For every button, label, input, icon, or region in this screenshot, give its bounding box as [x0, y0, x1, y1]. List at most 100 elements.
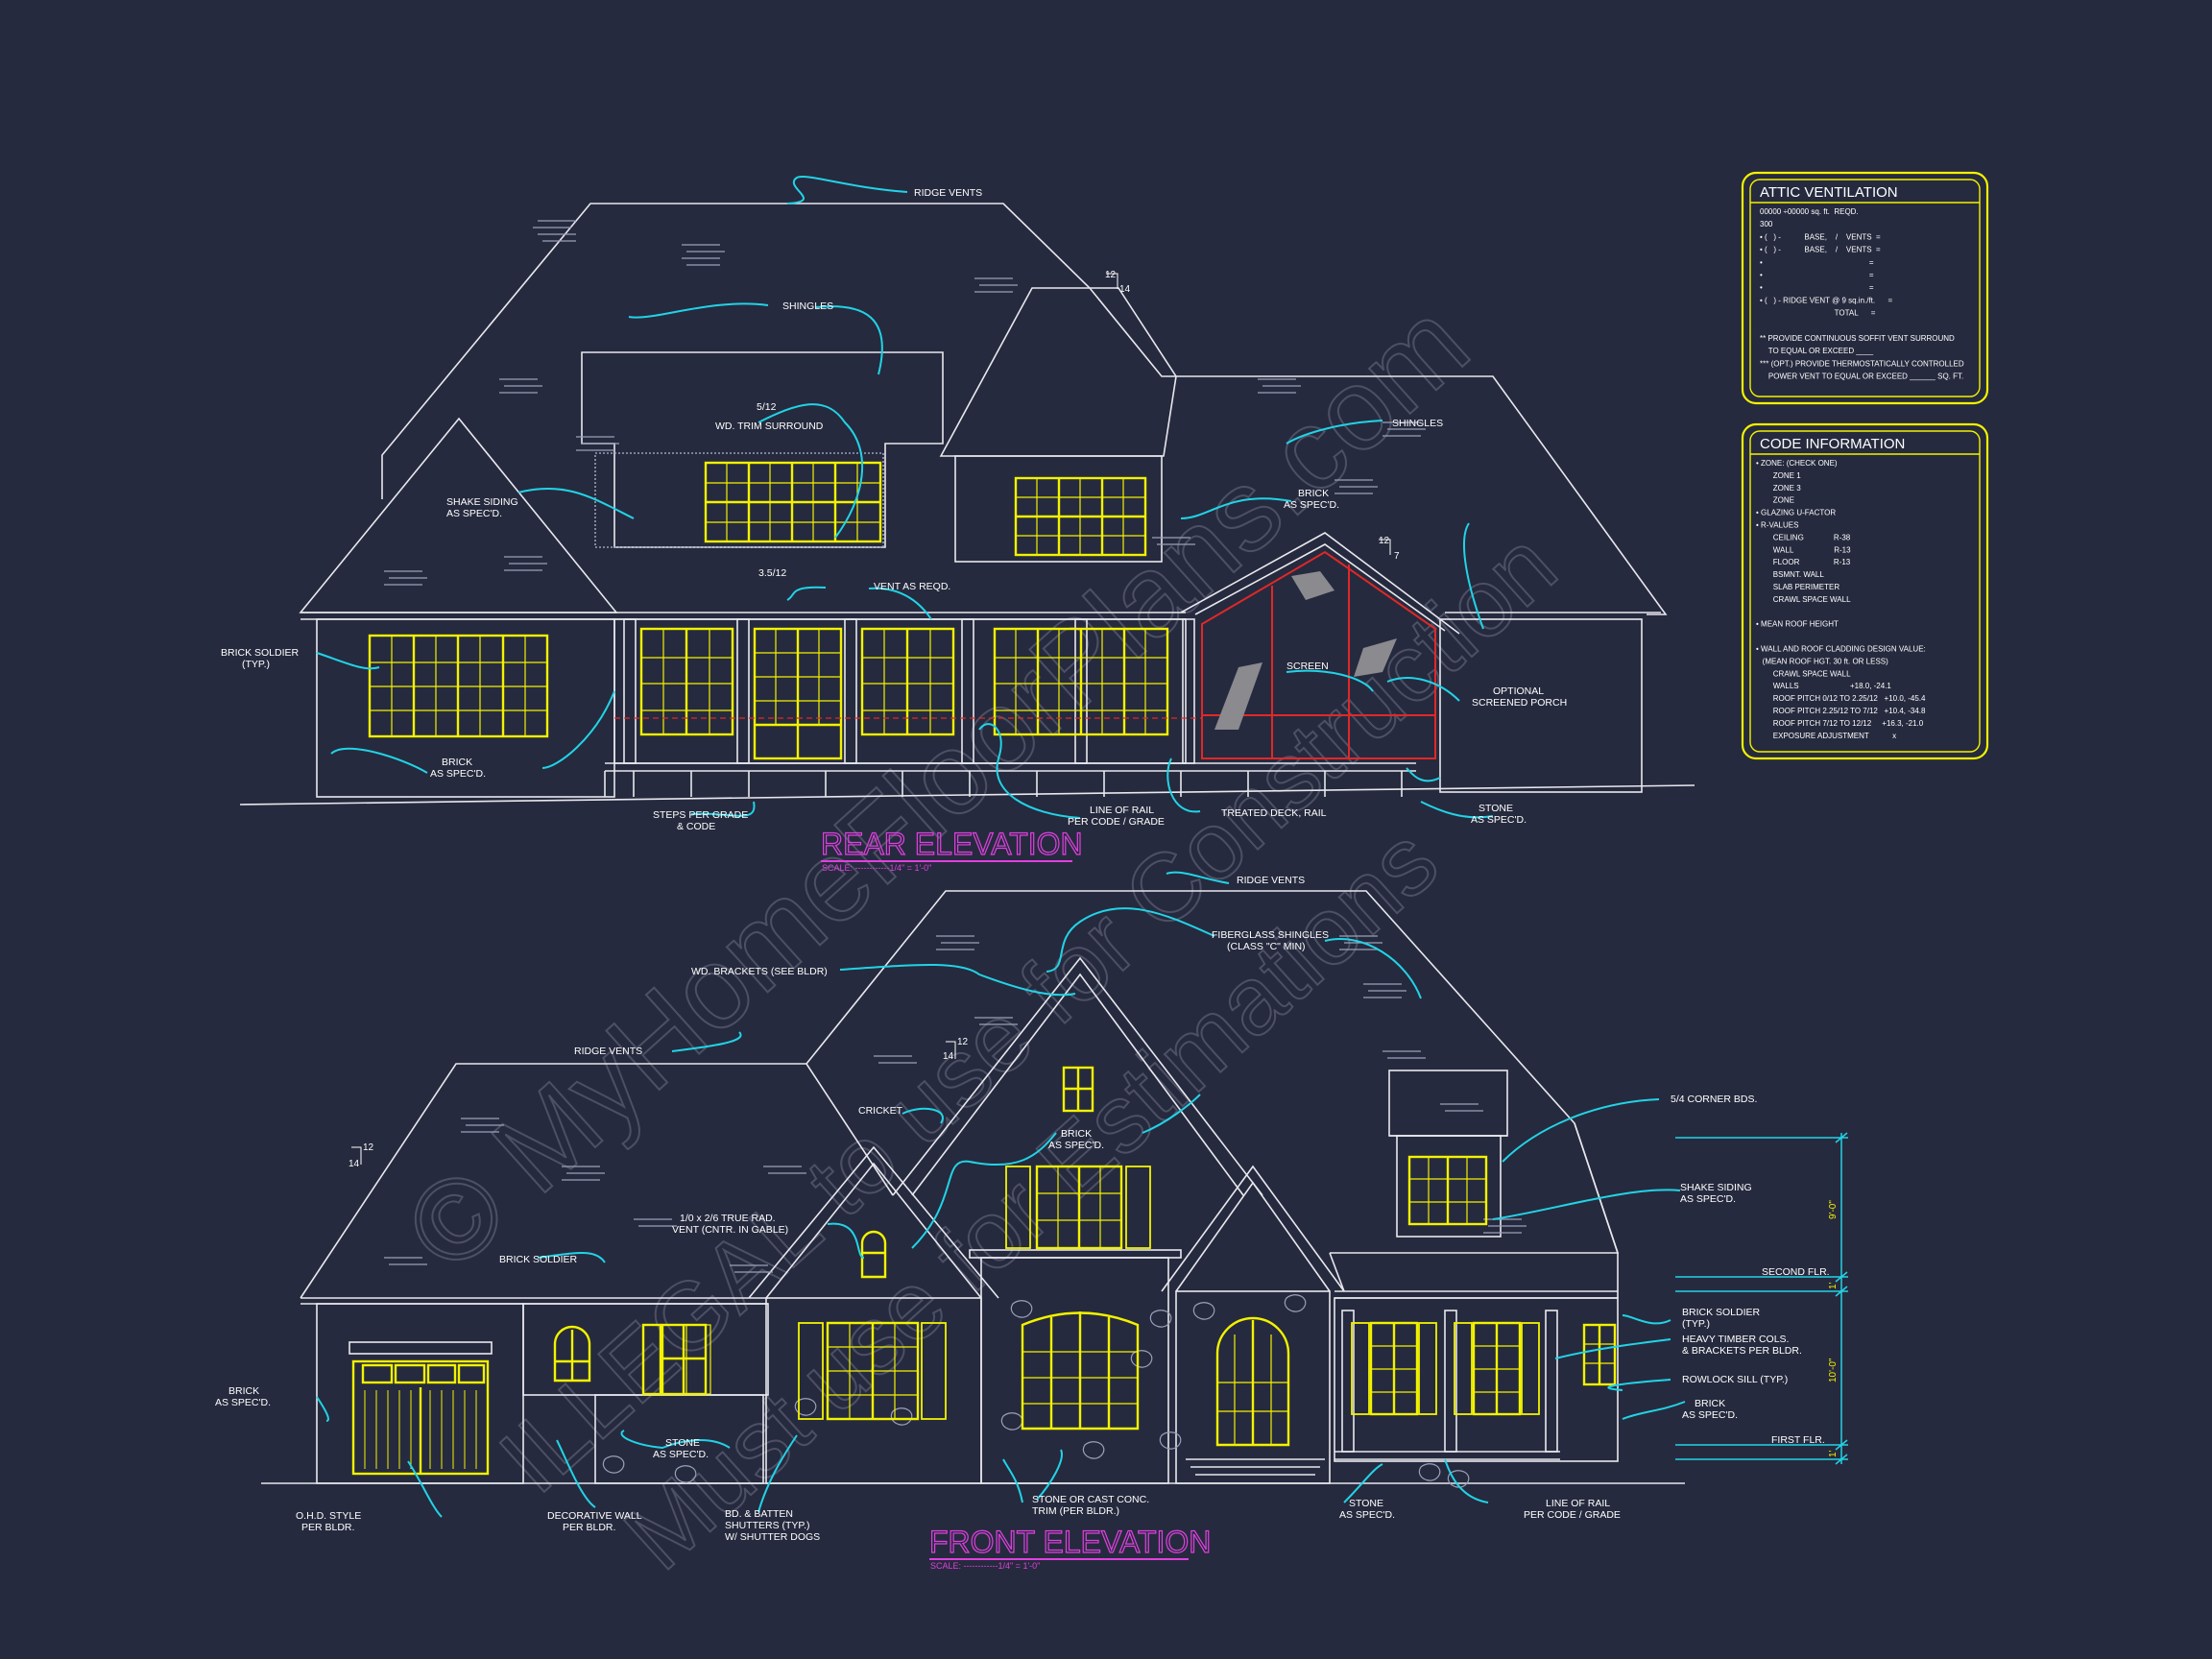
attic-box-line: • ( ) - BASE, / VENTS =: [1760, 246, 1881, 254]
code-box-line: ZONE: [1756, 496, 1794, 505]
front-entry-steps: [1186, 1458, 1325, 1476]
code-box-line: • WALL AND ROOF CLADDING DESIGN VALUE:: [1756, 645, 1926, 654]
rear-ground-line: [239, 784, 1695, 805]
front-label-fiberglass-2: (CLASS "C" MIN): [1227, 941, 1306, 952]
front-label-ridge-vents-top: RIDGE VENTS: [1237, 875, 1305, 886]
front-labels: RIDGE VENTS FIBERGLASS SHINGLES (CLASS "…: [215, 875, 1830, 1543]
rear-porch-columns: [623, 618, 1195, 764]
front-label-brick-soldier: BRICK SOLDIER: [499, 1254, 578, 1265]
rear-label-steps-2: & CODE: [677, 821, 715, 832]
rear-roof-brick-hatches: [384, 220, 1426, 586]
front-entry-wall: [1175, 1290, 1331, 1484]
rear-label-rail-2: PER CODE / GRADE: [1068, 816, 1165, 828]
rear-upper-dormer-shingle-panel: [594, 452, 884, 548]
rear-window-group-c: [993, 627, 1169, 736]
front-elevation-title: FRONT ELEVATION: [929, 1525, 1211, 1559]
rear-leader-lines: [316, 176, 1494, 819]
attic-box-inner: [1749, 179, 1981, 397]
front-label-wd-brackets: WD. BRACKETS (SEE BLDR): [691, 966, 828, 977]
front-label-ohd-1: O.H.D. STYLE: [296, 1510, 361, 1522]
front-center-band: [969, 1249, 1182, 1259]
front-label-stone-r2: AS SPEC'D.: [1339, 1509, 1395, 1521]
front-label-heavy-1: HEAVY TIMBER COLS.: [1682, 1334, 1789, 1345]
front-left-subgable-inner: [765, 1162, 982, 1299]
front-dim-upper: 9'-0": [1828, 1200, 1839, 1219]
front-left-roof: [300, 1063, 894, 1299]
front-label-bd-2: SHUTTERS (TYP.): [725, 1520, 809, 1531]
front-label-shake-1: SHAKE SIDING: [1680, 1182, 1752, 1193]
rear-label-vent: VENT AS REQD.: [874, 581, 950, 592]
front-windows: [351, 1066, 1617, 1476]
front-label-shake-2: AS SPEC'D.: [1680, 1193, 1736, 1205]
attic-box-line: • ( ) - RIDGE VENT @ 9 sq.in./ft. =: [1760, 296, 1892, 304]
rear-pitch-b-top: 12: [1379, 536, 1390, 546]
front-leader-lines: [316, 871, 1686, 1518]
front-main-roof: [805, 890, 1620, 1254]
rear-screen-glare-2: [1291, 571, 1334, 600]
attic-box-line: TOTAL =: [1760, 309, 1876, 318]
rear-porch-gable-inner: [1194, 543, 1446, 632]
front-label-bd-1: BD. & BATTEN: [725, 1508, 793, 1520]
front-center-gable-outer: [892, 956, 1263, 1196]
front-label-brick-l2: AS SPEC'D.: [215, 1397, 271, 1408]
front-label-brick-r1: BRICK: [1695, 1398, 1725, 1409]
front-pitch-l-side: 14: [349, 1159, 360, 1169]
front-roof-brick-hatches: [384, 935, 1527, 1273]
code-box-line: • ZONE: (CHECK ONE): [1756, 459, 1838, 468]
front-label-deco-2: PER BLDR.: [563, 1522, 615, 1533]
rear-screen-glare-3: [1354, 638, 1397, 677]
front-dim-lower: 10'-0": [1828, 1358, 1839, 1382]
attic-ventilation-box: ATTIC VENTILATION 00000 ÷00000 sq. ft. R…: [1741, 171, 1989, 405]
rear-elevation: [239, 203, 1695, 805]
front-dim-bot: 1': [1828, 1450, 1839, 1457]
attic-box-line: ** PROVIDE CONTINUOUS SOFFIT VENT SURROU…: [1760, 334, 1955, 343]
rear-label-stone-1: STONE: [1479, 803, 1513, 814]
front-label-stone-mid-1: STONE: [665, 1437, 700, 1449]
front-label-cast-1: STONE OR CAST CONC.: [1032, 1494, 1149, 1505]
rear-pitch-b-side: 7: [1394, 551, 1400, 562]
code-box-line: CEILING R-38: [1756, 533, 1851, 541]
front-pitch-l-top: 12: [363, 1142, 374, 1153]
code-box-line: ZONE 1: [1756, 471, 1801, 480]
rear-label-stone-2: AS SPEC'D.: [1471, 814, 1527, 826]
front-label-brick-soldier-r1: BRICK SOLDIER: [1682, 1307, 1761, 1318]
front-center-mid-window: [1005, 1165, 1151, 1250]
front-label-rail-2: PER CODE / GRADE: [1524, 1509, 1621, 1521]
attic-box-line: *** (OPT.) PROVIDE THERMOSTATICALLY CONT…: [1760, 359, 1964, 368]
front-label-cast-2: TRIM (PER BLDR.): [1032, 1505, 1119, 1517]
front-label-cricket: CRICKET: [858, 1105, 903, 1117]
front-left-subgable-outer: [748, 1145, 999, 1299]
code-box-line: EXPOSURE ADJUSTMENT x: [1756, 732, 1896, 740]
rear-right-dormer-wall: [954, 455, 1163, 563]
code-box-line: SLAB PERIMETER: [1756, 583, 1839, 591]
code-box-line: ROOF PITCH 2.25/12 TO 7/12 +10.4, -34.8: [1756, 707, 1926, 715]
code-box-lines: • ZONE: (CHECK ONE) ZONE 1 ZONE 3 ZONE• …: [1756, 459, 1926, 740]
rear-elevation-title: REAR ELEVATION: [821, 827, 1083, 861]
rear-french-door: [753, 627, 843, 760]
code-box-line: CRAWL SPACE WALL: [1756, 595, 1851, 604]
front-label-ohd-2: PER BLDR.: [301, 1522, 354, 1533]
front-garage-header: [349, 1341, 493, 1355]
attic-box-line: 00000 ÷00000 sq. ft. REQD.: [1760, 207, 1859, 216]
front-label-brick-mid-2: AS SPEC'D.: [1048, 1140, 1104, 1151]
rear-label-treated-deck: TREATED DECK, RAIL: [1221, 807, 1327, 819]
front-label-rad-vent-1: 1/0 x 2/6 TRUE RAD.: [680, 1213, 776, 1224]
rear-label-shingles-right: SHINGLES: [1392, 418, 1443, 429]
code-box-line: (MEAN ROOF HGT. 30 ft. OR LESS): [1756, 657, 1888, 665]
rear-label-brick-left-2: AS SPEC'D.: [430, 768, 486, 780]
code-information-box: CODE INFORMATION • ZONE: (CHECK ONE) ZON…: [1741, 422, 1989, 760]
rear-windows: [368, 461, 1169, 760]
attic-box-title: ATTIC VENTILATION: [1760, 184, 1898, 201]
rear-label-rail-1: LINE OF RAIL: [1090, 805, 1154, 816]
rear-label-shingles: SHINGLES: [782, 301, 833, 312]
attic-box-outer: [1741, 171, 1989, 405]
code-box-line: FLOOR R-13: [1756, 558, 1851, 566]
rear-title-block: REAR ELEVATION SCALE: ------------1/4" =…: [820, 826, 1083, 873]
front-label-rad-vent-2: VENT (CNTR. IN GABLE): [672, 1224, 788, 1236]
rear-screened-porch: [614, 550, 1436, 759]
front-elevation-scale: SCALE: ------------1/4" = 1'-0": [930, 1561, 1040, 1571]
front-pitch-c-top: 12: [957, 1037, 969, 1047]
code-box-line: WALL R-13: [1756, 545, 1851, 554]
code-box-line: CRAWL SPACE WALL: [1756, 669, 1851, 678]
rear-pitch-symbols: 12 14 12 7: [1105, 270, 1400, 562]
